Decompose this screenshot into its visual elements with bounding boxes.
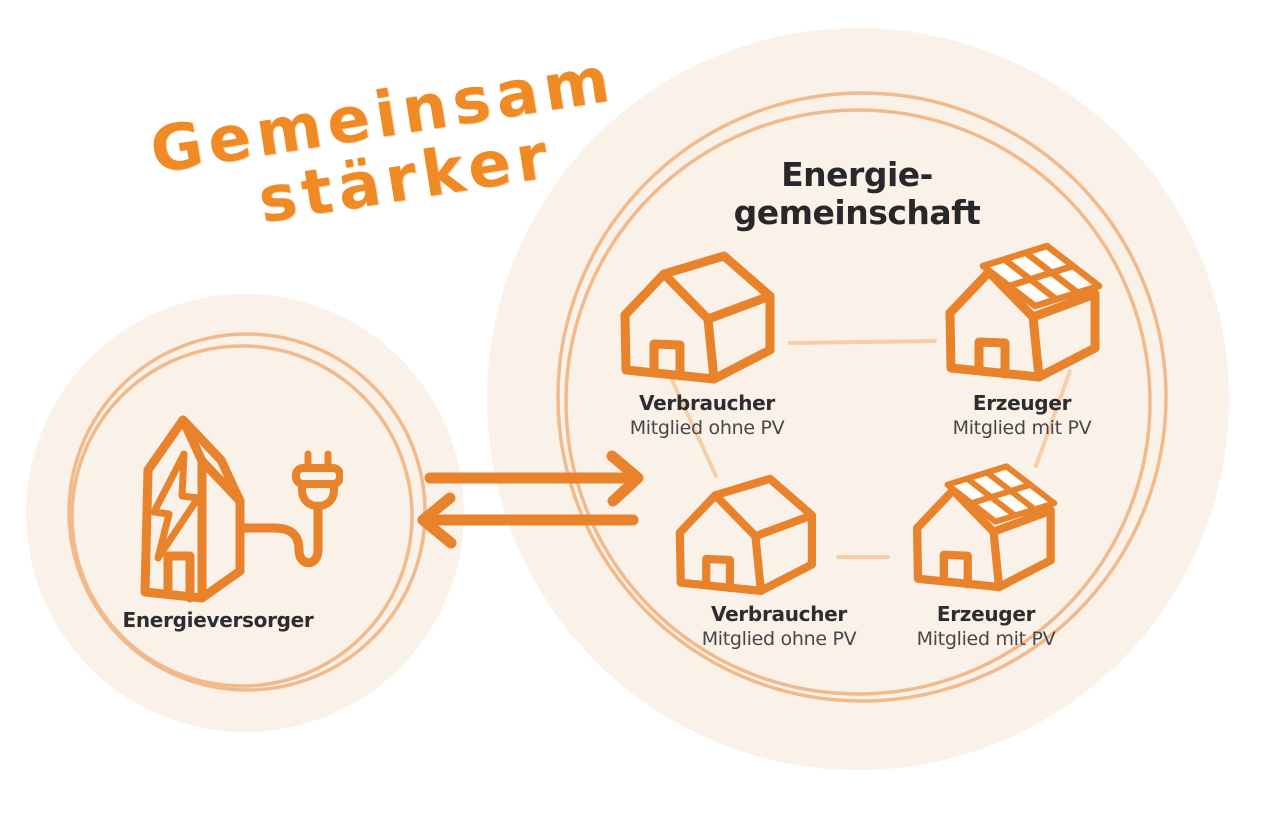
house-pv-icon	[905, 459, 1060, 599]
member-name: Erzeuger	[972, 391, 1072, 415]
member-top-right: Erzeuger Mitglied mit PV	[897, 392, 1147, 440]
community-title: Energie- gemeinschaft	[637, 156, 1077, 232]
arrow-right-icon	[424, 450, 644, 507]
connector-right	[1034, 369, 1072, 468]
member-subtitle: Mitglied mit PV	[916, 628, 1056, 650]
member-name: Erzeuger	[936, 602, 1036, 626]
member-subtitle: Mitglied mit PV	[952, 417, 1092, 439]
provider-ring-inner	[70, 344, 414, 688]
connector-top	[788, 339, 937, 345]
member-bottom-left: Verbraucher Mitglied ohne PV	[654, 603, 904, 651]
community-ring-outer	[556, 91, 1168, 703]
arrow-left-icon	[417, 492, 639, 549]
community-title-line1: Energie-	[781, 155, 933, 194]
exchange-arrows	[417, 450, 644, 549]
community-ring-inner	[564, 108, 1152, 696]
member-connector-lines	[670, 339, 1072, 559]
community-title-line2: gemeinschaft	[733, 193, 981, 232]
provider-label: Energieversorger	[122, 608, 314, 632]
member-top-left: Verbraucher Mitglied ohne PV	[582, 392, 832, 440]
connector-left	[670, 378, 718, 478]
community-disc	[487, 28, 1229, 770]
house-icon	[668, 464, 821, 603]
member-subtitle: Mitglied ohne PV	[629, 417, 785, 439]
provider-disc	[26, 294, 464, 732]
member-bottom-right: Erzeuger Mitglied mit PV	[861, 603, 1111, 651]
house-pv-icon	[937, 238, 1105, 390]
member-name: Verbraucher	[711, 602, 847, 626]
power-plant-plug-icon	[128, 406, 343, 621]
member-subtitle: Mitglied ohne PV	[701, 628, 857, 650]
house-icon	[612, 240, 780, 392]
member-name: Verbraucher	[639, 391, 775, 415]
